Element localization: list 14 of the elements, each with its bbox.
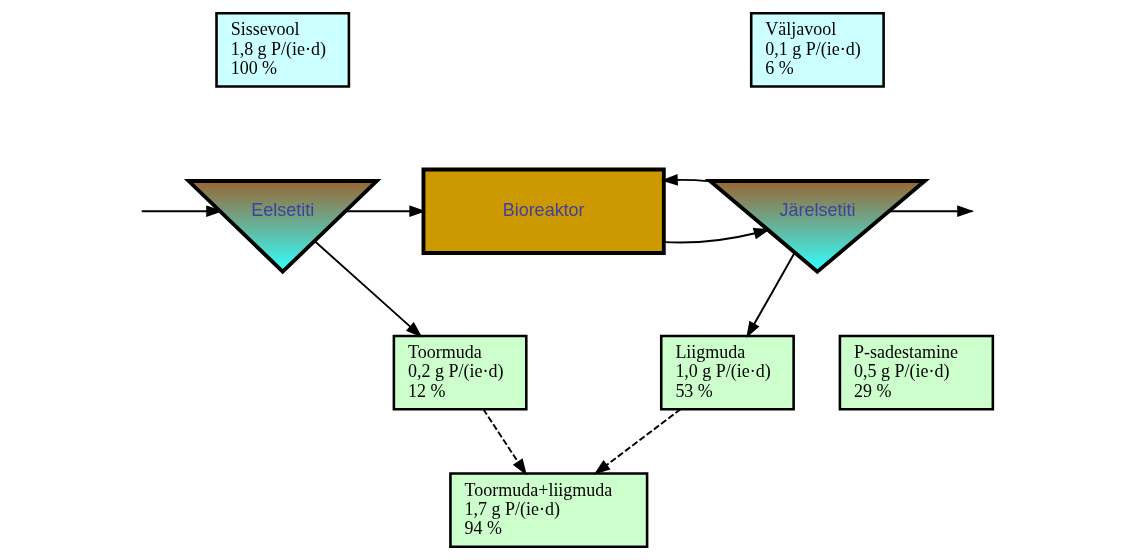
node-box: Väljavool 0,1 g P/(ie·d) 6 % (749, 12, 885, 88)
node-box: Bioreaktor (421, 167, 666, 255)
arrow (313, 240, 423, 338)
arrow (593, 408, 682, 475)
arrow (344, 205, 427, 218)
node-box: P-sadestamine 0,5 g P/(ie·d) 29 % (838, 334, 995, 411)
node-box: Sissevool 1,8 g P/(ie·d) 100 % (215, 12, 351, 88)
node-box: Toormuda+liigmuda 1,7 g P/(ie·d) 94 % (449, 472, 649, 548)
node-box: Toormuda 0,2 g P/(ie·d) 12 % (392, 334, 528, 411)
arrow (662, 227, 771, 244)
arrow (482, 408, 527, 476)
arrow (746, 251, 796, 339)
node-box: Liigmuda 1,0 g P/(ie·d) 53 % (659, 334, 795, 411)
arrow (661, 174, 712, 186)
